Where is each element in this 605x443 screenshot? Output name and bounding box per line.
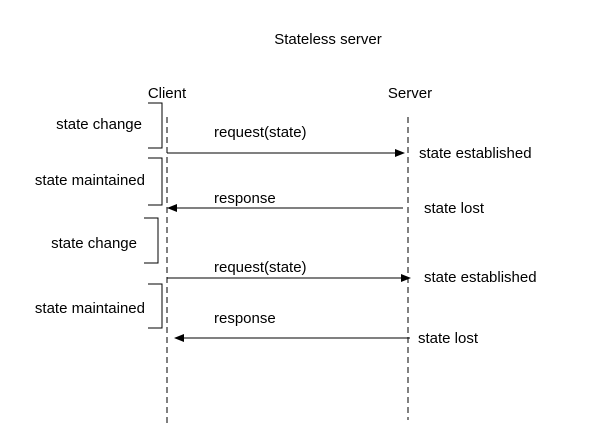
client-bracket [144, 217, 159, 264]
client-annotation: state maintained [35, 300, 145, 317]
message-label: request(state) [214, 259, 307, 276]
client-bracket [148, 283, 163, 329]
client-label: Client [148, 85, 187, 102]
server-annotation: state lost [418, 330, 479, 347]
server-annotation: state lost [424, 200, 485, 217]
diagram-title: Stateless server [274, 31, 382, 48]
server-label: Server [388, 85, 432, 102]
client-bracket [148, 157, 163, 206]
server-annotation: state established [424, 269, 537, 286]
client-annotation: state maintained [35, 172, 145, 189]
client-annotation: state change [56, 116, 142, 133]
client-annotation: state change [51, 235, 137, 252]
server-annotation: state established [419, 145, 532, 162]
message-label: response [214, 190, 276, 207]
message-label: response [214, 310, 276, 327]
message-label: request(state) [214, 124, 307, 141]
client-bracket [148, 102, 163, 149]
